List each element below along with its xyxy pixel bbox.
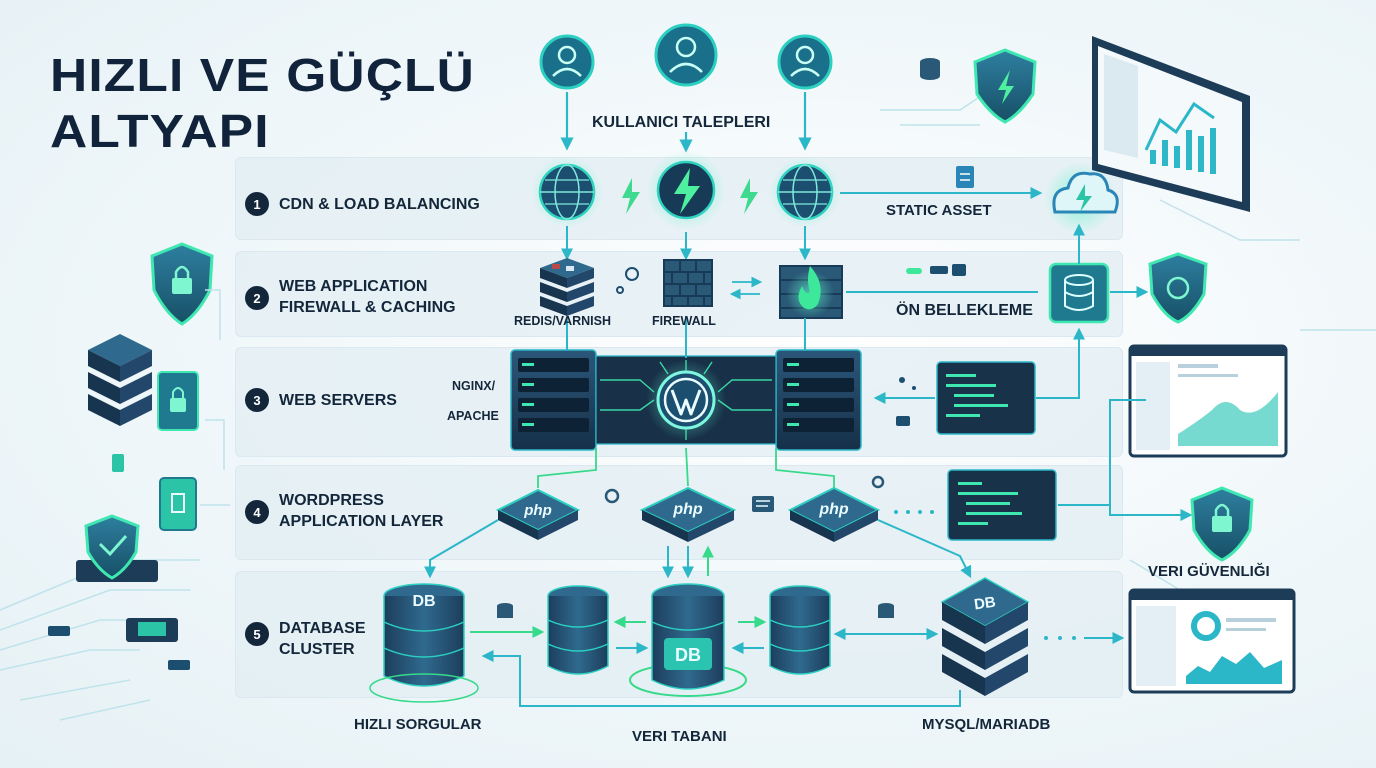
mysql-caption: MYSQL/MARIADB [922,716,1051,733]
layer-text: DATABASE CLUSTER [279,620,366,658]
caching-caption: ÖN BELLEKLEME [896,302,1033,319]
php-chip: php [639,486,737,542]
database-cylinder [769,585,831,675]
php-chip: php [787,486,881,542]
php-chip-label: php [818,501,849,518]
apache-caption: APACHE [447,409,499,423]
gear-icon [604,475,885,504]
layer-label-firewall: 2 WEB APPLICATION FIREWALL & CACHING [245,276,505,318]
security-panel [1128,588,1296,694]
shield-lock-icon [1190,486,1254,562]
user-requests-label: KULLANICI TALEPLERI [592,114,771,131]
user-icon [539,34,595,90]
layer-label-cdn: 1 CDN & LOAD BALANCING [245,192,480,216]
chip-icon [126,618,178,642]
layer-number: 2 [245,286,269,310]
main-database: DB [629,583,747,697]
php-chip-label: php [523,502,552,519]
user-icon [777,34,833,90]
firewall-icon [663,259,713,307]
shield-lightning-icon [973,48,1037,124]
php-chip-label: php [672,501,703,518]
db-label: DB [675,645,701,665]
file-icon [956,166,974,188]
db-small-icon [920,58,940,80]
fast-queries-caption: HIZLI SORGULAR [354,716,482,733]
server-stack [88,334,152,426]
secure-doc-icon [159,477,197,531]
php-chip: php [495,488,581,540]
analytics-panel [1128,344,1288,458]
lightning-icon [646,150,726,230]
layer-text: WORDPRESS APPLICATION LAYER [279,492,444,530]
mysql-server-stack: DB [940,577,1030,696]
db-label: DB [412,593,435,610]
static-asset-caption: STATIC ASSET [886,202,992,219]
lock-panel-icon [157,371,199,431]
code-window [936,361,1036,435]
layer-label-wordpress: 4 WORDPRESS APPLICATION LAYER [245,490,465,532]
cloud-icon [1044,162,1119,234]
server-rack [510,349,597,451]
doc-icon [752,496,774,512]
code-window [947,469,1057,541]
shield-refresh-icon [1148,252,1208,324]
db-small-icon [497,603,894,618]
layer-label-web-servers: 3 WEB SERVERS [245,388,397,412]
small-lightning-icon [622,178,758,214]
firewall-caption: FIREWALL [652,314,716,328]
db-label: DB [973,594,997,614]
redis-cache-icon [540,258,594,316]
layer-number: 4 [245,500,269,524]
layer-text: WEB APPLICATION FIREWALL & CACHING [279,278,456,316]
layer-text: CDN & LOAD BALANCING [279,196,480,213]
globe-icon [531,156,603,228]
database-cylinder [547,585,609,675]
shield-lock-icon [150,242,214,326]
redis-caption: REDIS/VARNISH [514,314,612,328]
layer-text: WEB SERVERS [279,392,397,409]
page-title-line1: HIZLI VE GÜÇLÜ [50,49,475,101]
page-title-line2: ALTYAPI [50,105,270,157]
fire-wall-icon [779,265,843,319]
shield-check-icon [76,514,158,582]
layer-label-database: 5 DATABASE CLUSTER [245,618,385,660]
nginx-caption: NGINX/ [452,379,496,393]
database-stack: DB [369,583,479,703]
database-caption: VERI TABANI [632,728,727,745]
user-icon [654,23,718,87]
layer-number: 1 [245,192,269,216]
layer-number: 3 [245,388,269,412]
cache-database-icon [1048,262,1110,324]
layer-number: 5 [245,622,269,646]
server-rack [775,349,862,451]
dashboard-monitor [1092,36,1250,212]
globe-icon [769,156,841,228]
wordpress-icon [646,360,726,440]
data-security-caption: VERI GÜVENLIĞI [1148,563,1270,580]
